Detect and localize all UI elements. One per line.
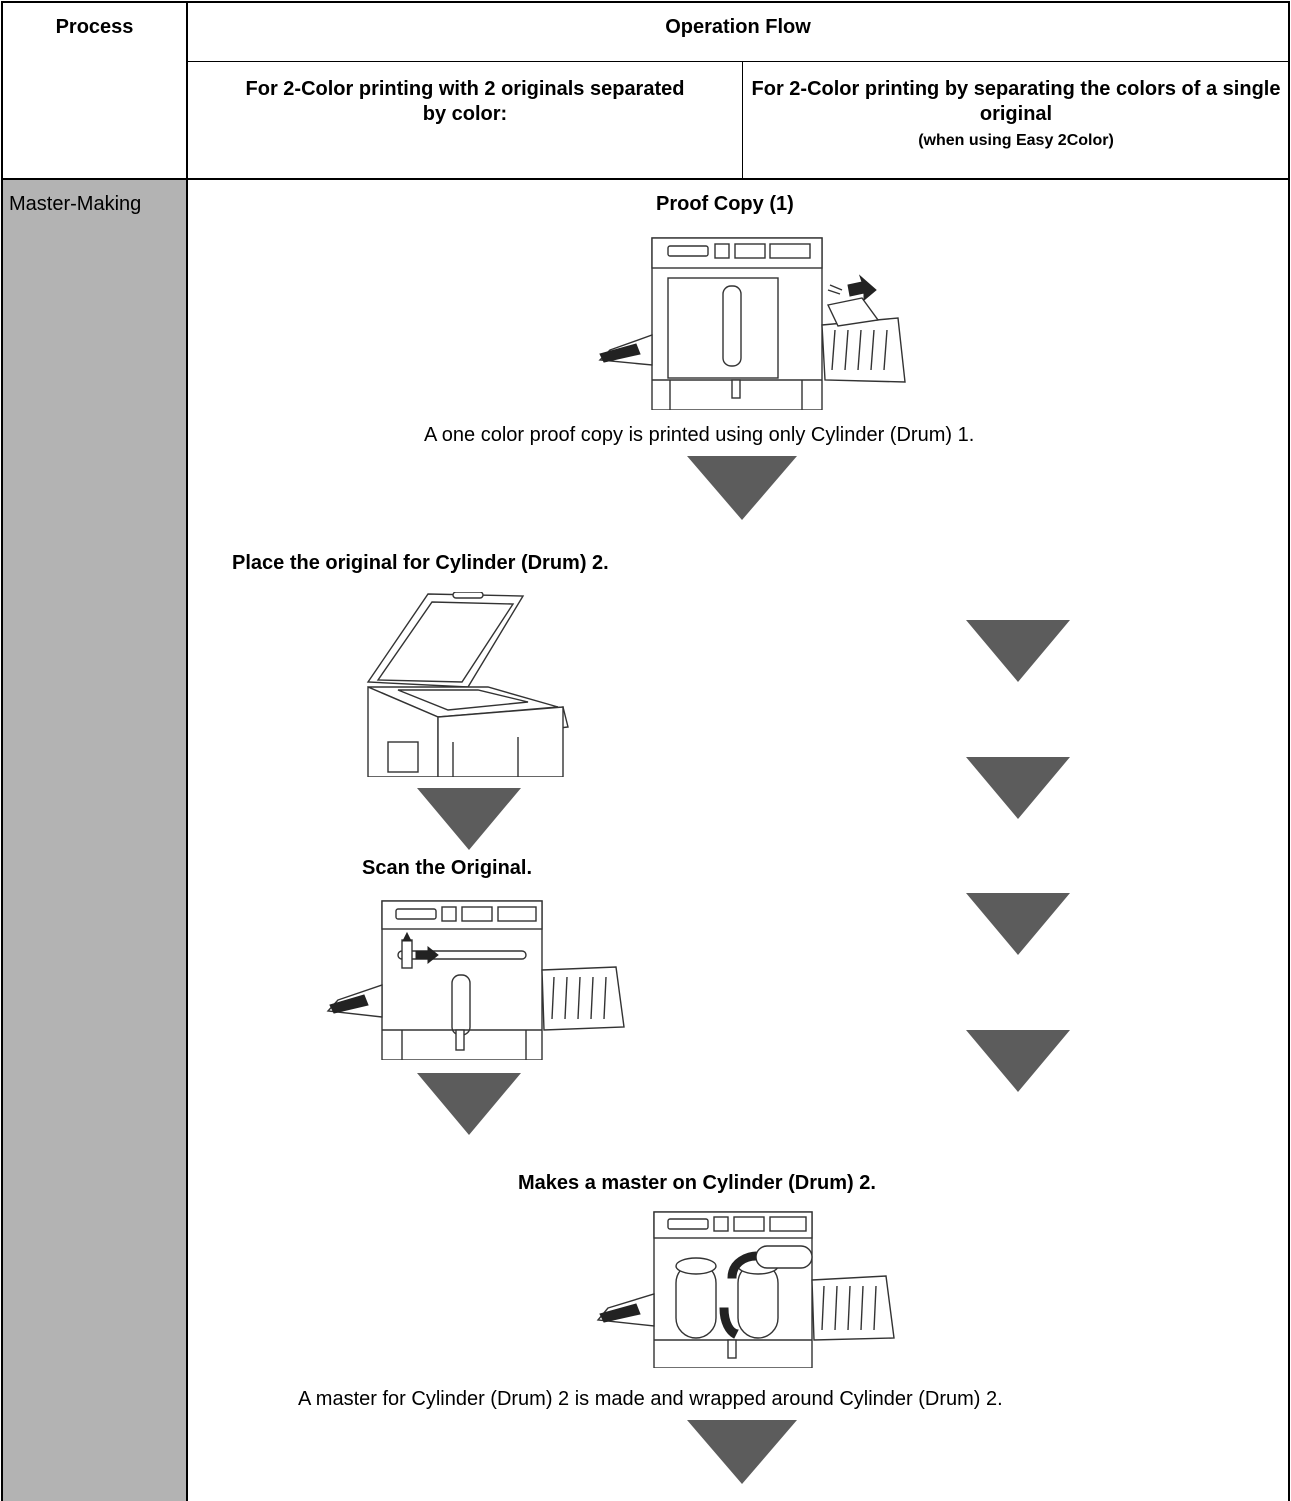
col-right-subtitle: (when using Easy 2Color) (918, 132, 1114, 149)
scanner-open-lid-icon (366, 592, 569, 777)
header-column-divider (742, 61, 743, 179)
arrow-down-icon (966, 893, 1070, 955)
scan-original-title: Scan the Original. (362, 857, 533, 879)
make-master-text: A master for Cylinder (Drum) 2 is made a… (298, 1388, 1003, 1410)
process-cell-master-making: Master-Making (9, 193, 142, 215)
proof-copy-title: Proof Copy (1) (656, 193, 794, 215)
proof-copy-text: A one color proof copy is printed using … (424, 424, 975, 446)
make-master-title: Makes a master on Cylinder (Drum) 2. (518, 1172, 876, 1194)
arrow-down-icon (966, 757, 1070, 819)
col-right-title: For 2-Color printing by separating the c… (751, 78, 1281, 125)
header-bottom-border (1, 178, 1290, 180)
arrow-down-icon (417, 1073, 521, 1135)
printer-scan-icon (326, 900, 625, 1060)
arrow-down-icon (966, 1030, 1070, 1092)
printer-proof-copy-icon (598, 237, 906, 410)
printer-master-drum-icon (596, 1211, 895, 1368)
arrow-down-icon (687, 1420, 797, 1484)
process-column-divider (186, 1, 188, 1501)
operation-flow-header: Operation Flow (665, 16, 811, 38)
arrow-down-icon (966, 620, 1070, 682)
table-border-top (1, 1, 1290, 3)
process-header: Process (55, 16, 134, 38)
table-border-left (1, 1, 3, 1501)
header-sub-divider (186, 61, 1290, 62)
col-left-header: For 2-Color printing with 2 originals se… (245, 78, 685, 125)
table-border-right (1288, 1, 1290, 1501)
place-original-title: Place the original for Cylinder (Drum) 2… (232, 552, 609, 574)
process-column-fill (3, 180, 186, 1501)
arrow-down-icon (417, 788, 521, 850)
col-right-header: For 2-Color printing by separating the c… (748, 77, 1284, 153)
arrow-down-icon (687, 456, 797, 520)
